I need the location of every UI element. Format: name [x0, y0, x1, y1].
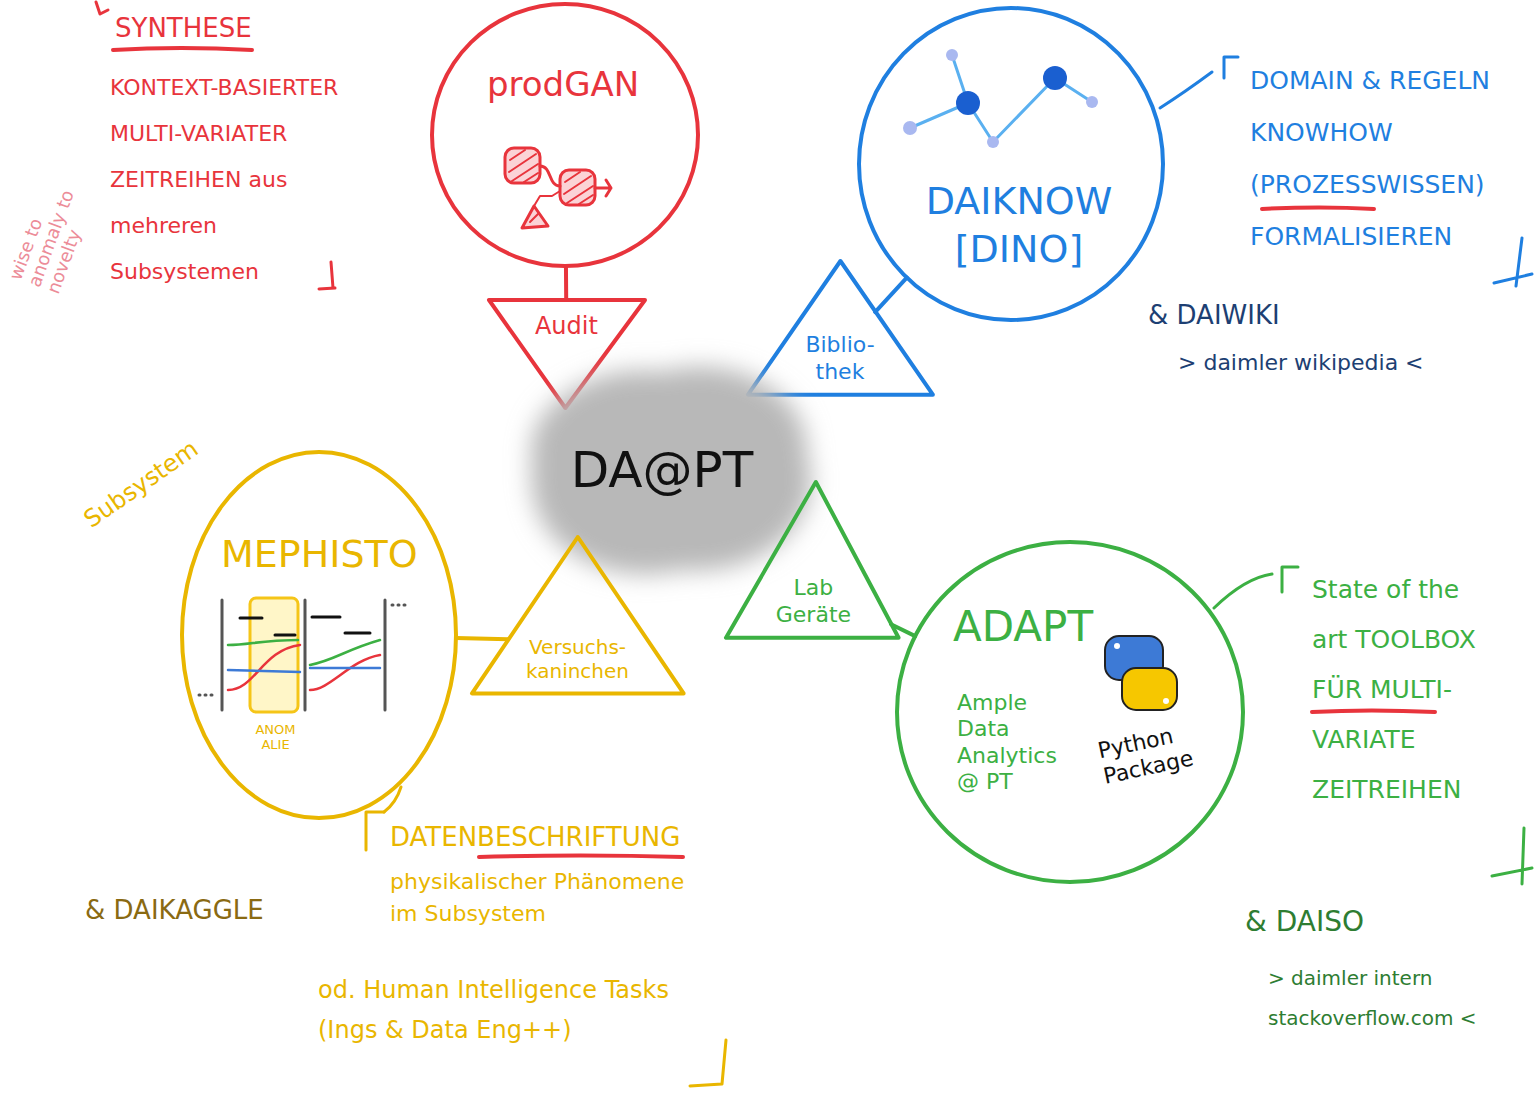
role-triangle: Lab Geräte: [724, 480, 901, 640]
shape-outline: [180, 450, 458, 820]
chart-axes: [222, 600, 385, 710]
connector-line: [564, 266, 568, 300]
shape-outline: [430, 2, 700, 268]
node-body: Ample Data Analytics @ PT: [957, 690, 1082, 796]
resource-label: & DAIKAGGLE: [85, 895, 264, 926]
leader-line: [1214, 574, 1272, 608]
shape-outline: [895, 540, 1245, 884]
atom: [946, 49, 958, 61]
series-red: [228, 645, 380, 690]
role-triangle: Biblio- thek: [746, 259, 935, 397]
atom: [956, 91, 980, 115]
circle-outline: [859, 8, 1163, 320]
heading-text: SYNTHESE: [115, 12, 252, 44]
hatching: [564, 172, 593, 204]
atom: [1043, 66, 1067, 90]
bracket-mark: [1494, 238, 1532, 286]
output-fork: [595, 180, 611, 196]
chart-label: ANOM ALIE: [248, 722, 303, 752]
discriminator-icon: [560, 170, 595, 205]
bracket-mark: [96, 2, 108, 14]
underline: [479, 856, 683, 858]
role-label: Biblio- thek: [800, 332, 880, 385]
core-title: DA@PT: [571, 440, 754, 500]
group-label: Subsystem: [79, 435, 204, 535]
wire: [540, 166, 560, 186]
core-cloud: DA@PT: [492, 342, 832, 597]
role-label: Lab Geräte: [771, 575, 856, 628]
underline: [1262, 208, 1374, 210]
triangle-outline: [748, 261, 933, 395]
node-title: ADAPT: [953, 602, 1093, 652]
shape-outline: [857, 6, 1165, 322]
molecule-bonds: [910, 55, 1092, 142]
node-title: prodGAN: [487, 64, 639, 105]
resource-note: > daimler intern stackoverflow.com <: [1268, 958, 1528, 1038]
bracket-mark: [1492, 828, 1532, 884]
concept-circle: ADAPT Ample Data Analytics @ PTPython Pac…: [895, 540, 1245, 884]
annotation-text: DOMAIN & REGELN KNOWHOW (PROZESSWISSEN) …: [1250, 55, 1535, 263]
package-label: Python Package: [1096, 718, 1205, 790]
node-title: DAIKNOW [DINO]: [919, 178, 1119, 273]
hatching: [509, 150, 538, 182]
circle-outline: [897, 542, 1243, 882]
wire: [530, 191, 560, 222]
python-logo-yellow: [1122, 668, 1177, 710]
atom: [1086, 96, 1098, 108]
heading-text: DATENBESCHRIFTUNG: [390, 820, 680, 854]
bracket-mark: [366, 812, 384, 850]
concept-circle: MEPHISTO: [180, 450, 458, 820]
bracket-mark: [1282, 567, 1298, 592]
circle-outline: [182, 452, 456, 818]
connector-line: [456, 638, 508, 639]
python-logo-eye: [1114, 643, 1120, 649]
atom: [903, 121, 917, 135]
series-blue: [228, 668, 380, 672]
concept-circle: DAIKNOW [DINO]: [857, 6, 1165, 322]
bracket-mark: [319, 262, 335, 289]
generator-icon: [505, 148, 540, 183]
role-triangle: Versuchs- kaninchen: [470, 535, 686, 695]
triangle-outline: [726, 482, 899, 638]
connector-line: [875, 278, 907, 313]
concept-circle: prodGAN: [430, 2, 700, 268]
series-green: [228, 640, 380, 665]
circle-outline: [432, 4, 698, 266]
node-title: MEPHISTO: [221, 532, 418, 578]
triangle-outline: [472, 537, 684, 693]
annotation-text: State of the art TOOLBOX FÜR MULTI-VARIA…: [1312, 565, 1477, 815]
leader-line: [1160, 72, 1212, 108]
bracket-mark: [1224, 57, 1238, 78]
role-label: Audit: [535, 312, 598, 341]
annotation-text: od. Human Intelligence Tasks (Ings & Dat…: [318, 970, 718, 1050]
underline: [1312, 711, 1435, 713]
resource-label: & DAIWIKI: [1148, 300, 1280, 331]
python-logo-eye: [1163, 698, 1169, 704]
role-label: Versuchs- kaninchen: [520, 635, 635, 683]
ellipsis-dots: [199, 605, 405, 695]
resource-note: > daimler wikipedia <: [1178, 350, 1424, 376]
bracket-mark: [690, 1040, 726, 1086]
margin-note: wise to anomaly to novelty: [6, 154, 107, 297]
chart-marks: [240, 617, 370, 635]
atom: [987, 136, 999, 148]
annotation-text: physikalischer Phänomene im Subsystem: [390, 866, 710, 930]
resource-label: & DAISO: [1245, 905, 1364, 939]
underline: [113, 48, 252, 50]
annotation-text: KONTEXT-BASIERTER MULTI-VARIATER ZEITREI…: [110, 65, 360, 295]
